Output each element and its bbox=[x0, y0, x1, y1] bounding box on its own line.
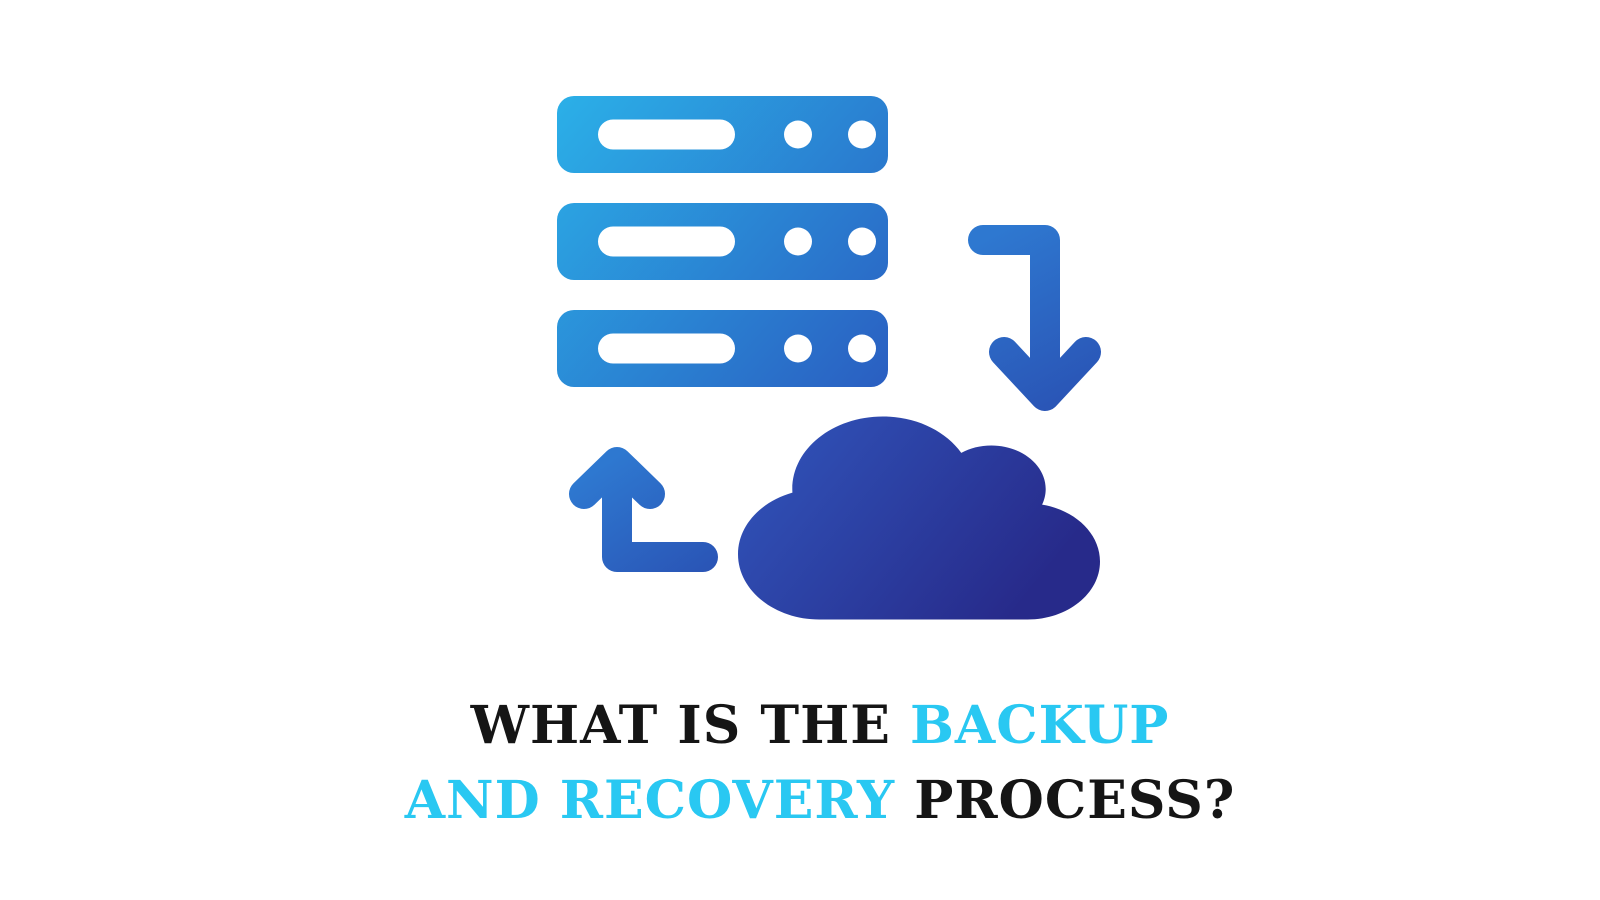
led-dot bbox=[784, 227, 812, 256]
title-line2-accent: AND RECOVERY bbox=[404, 770, 915, 831]
restore-arrow-up-icon bbox=[569, 447, 718, 572]
server-unit-1 bbox=[557, 96, 888, 173]
led-dot bbox=[848, 120, 876, 149]
led-dot bbox=[848, 334, 876, 363]
server-stack-icon bbox=[557, 96, 888, 387]
led-dot bbox=[848, 227, 876, 256]
title-line1-dark: WHAT IS THE bbox=[470, 695, 910, 756]
led-dot bbox=[784, 120, 812, 149]
backup-arrow-down-icon bbox=[968, 225, 1101, 411]
drive-slot bbox=[598, 226, 735, 257]
drive-slot bbox=[598, 119, 735, 150]
page-title: WHAT IS THE BACKUP AND RECOVERY PROCESS? bbox=[20, 688, 1600, 838]
server-unit-3 bbox=[557, 310, 888, 387]
title-line1-accent: BACKUP bbox=[909, 695, 1170, 756]
led-dot bbox=[784, 334, 812, 363]
drive-slot bbox=[598, 333, 735, 364]
title-line-2: AND RECOVERY PROCESS? bbox=[20, 763, 1600, 838]
cloud-icon bbox=[738, 416, 1100, 620]
title-line-1: WHAT IS THE BACKUP bbox=[20, 688, 1600, 763]
server-unit-2 bbox=[557, 203, 888, 280]
title-line2-dark: PROCESS? bbox=[914, 770, 1236, 831]
